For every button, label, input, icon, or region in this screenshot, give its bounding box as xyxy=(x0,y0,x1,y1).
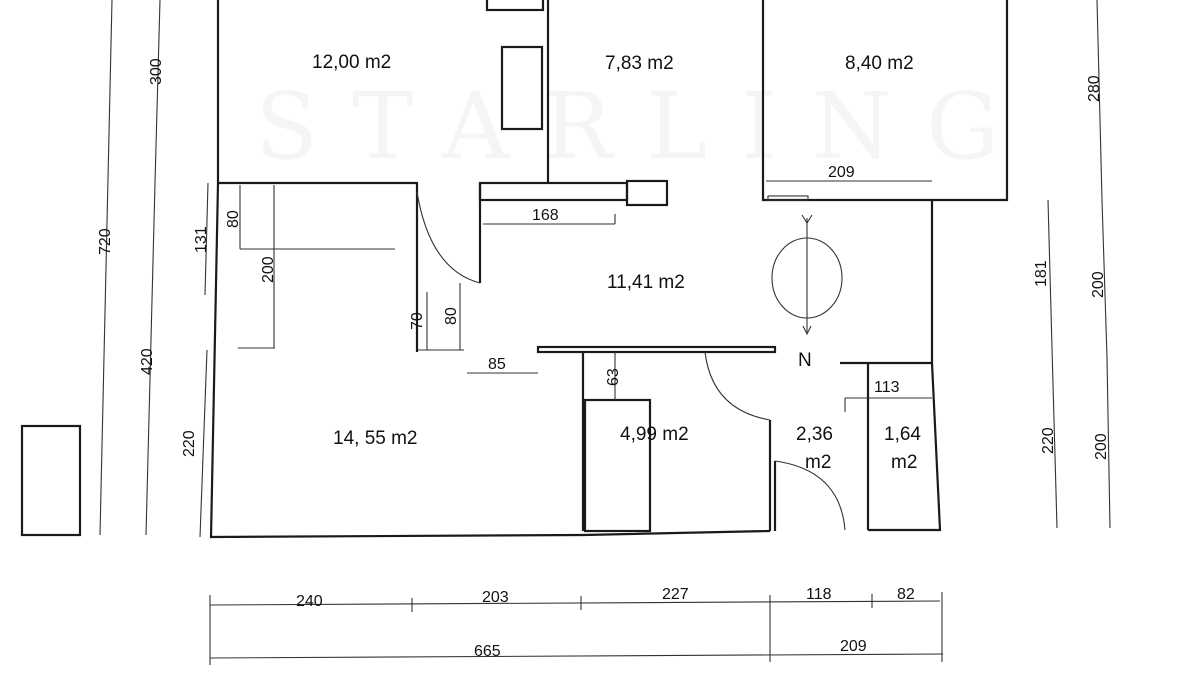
watermark-logo: STARLING xyxy=(255,73,1034,180)
room-area-label: 8,40 m2 xyxy=(845,53,914,74)
dimension-label: 113 xyxy=(874,379,900,396)
dimension-label: 200 xyxy=(260,256,277,283)
dimension-label: 280 xyxy=(1086,75,1103,102)
room-area-label: 14, 55 m2 xyxy=(333,428,418,449)
dimension-label: 80 xyxy=(443,307,460,325)
room-area-label: 11,41 m2 xyxy=(607,272,685,293)
room-area-label: m2 xyxy=(891,452,917,473)
room-area-label: m2 xyxy=(805,452,831,473)
compass: N xyxy=(771,214,843,371)
dimension-label: 85 xyxy=(488,356,506,373)
walls xyxy=(20,0,1009,539)
dimension-lines xyxy=(99,0,1111,665)
dimension-label: 209 xyxy=(828,164,855,181)
dimension-label: 300 xyxy=(148,58,165,85)
dimension-label: 200 xyxy=(1093,433,1110,460)
dimension-label: 168 xyxy=(532,207,559,224)
room-area-label: 2,36 xyxy=(796,424,833,445)
dimension-label: 420 xyxy=(139,348,156,375)
dimension-label: 240 xyxy=(296,593,323,610)
dimension-label: 118 xyxy=(806,586,832,603)
dimension-label: 181 xyxy=(1033,260,1050,287)
room-area-label: 1,64 xyxy=(884,424,921,445)
dimension-label: 209 xyxy=(840,638,867,655)
dimension-label: 70 xyxy=(409,312,426,330)
dimension-label: 63 xyxy=(605,368,622,386)
outside-object xyxy=(20,424,82,537)
dimension-label: 203 xyxy=(482,589,509,606)
room-area-label: 4,99 m2 xyxy=(620,424,689,445)
dimension-label: 82 xyxy=(897,586,915,603)
dimension-label: 220 xyxy=(1040,427,1057,454)
room-area-label: 7,83 m2 xyxy=(605,53,674,74)
room-area-label: 12,00 m2 xyxy=(312,52,391,73)
dimension-label: 200 xyxy=(1090,271,1107,298)
dimension-label: 220 xyxy=(181,430,198,457)
room-areas: 12,00 m2 7,83 m2 8,40 m2 11,41 m2 14, 55… xyxy=(312,52,921,473)
dimension-label: 80 xyxy=(225,210,242,228)
dimension-label: 131 xyxy=(193,226,210,253)
dimension-label: 720 xyxy=(97,228,114,255)
north-label: N xyxy=(798,350,812,371)
dimension-labels: 300 720 420 131 80 200 220 70 80 168 209… xyxy=(97,58,1110,660)
dimension-label: 227 xyxy=(662,586,689,603)
dimension-label: 665 xyxy=(474,643,501,660)
